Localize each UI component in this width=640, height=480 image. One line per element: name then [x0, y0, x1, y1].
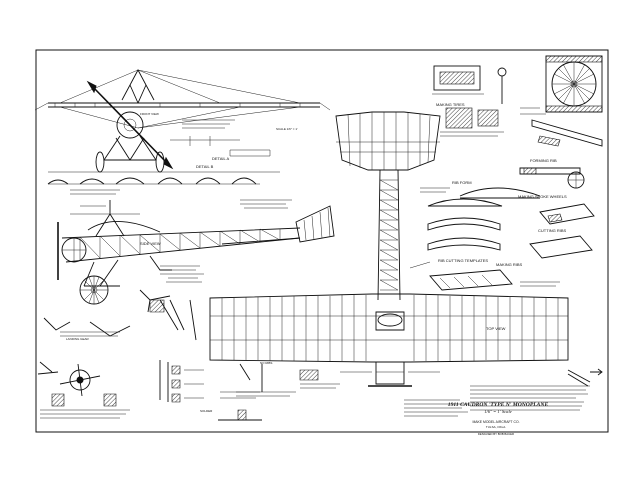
- side-view-label: SIDE VIEW: [140, 241, 161, 246]
- detail-a-label: DETAIL A: [212, 156, 229, 161]
- forming-rib-label: FORMING RIB: [530, 158, 557, 163]
- front-view: FRONT VIEW: [34, 69, 331, 173]
- top-view: TOP VIEW NO RIBS: [209, 111, 569, 387]
- sheet-border: [35, 49, 609, 433]
- solder-note: SOLDER: [200, 409, 213, 413]
- making-spoke-wheels-label: MAKING SPOKE WHEELS: [518, 194, 567, 199]
- small-parts: LANDING GEAR SOLDER: [37, 289, 262, 421]
- top-view-label: TOP VIEW: [486, 326, 506, 331]
- front-view-label: FRONT VIEW: [140, 112, 159, 116]
- spoke-wheel-jig: [520, 55, 603, 147]
- making-tires: MAKING TIRES: [432, 65, 507, 137]
- cutting-ribs-label: CUTTING RIBS: [538, 228, 567, 233]
- rib-templates-label: RIB CUTTING TEMPLATES: [438, 258, 488, 263]
- under-wing-parts: [236, 363, 591, 397]
- company-city: TULSA, OKLA.: [486, 425, 506, 429]
- rib-form-label: RIB FORM: [452, 180, 472, 185]
- title-line1: 1911 CAUDRON 'TYPE N' MONOPLANE: [448, 402, 549, 408]
- notes-block: [404, 385, 590, 417]
- scale-arrow-icon: [590, 368, 603, 376]
- scale-note: SCALE 1/6" = 1': [276, 127, 298, 131]
- making-tires-label: MAKING TIRES: [436, 102, 465, 107]
- side-view-notes: [70, 189, 292, 283]
- making-ribs-label: MAKING RIBS: [496, 262, 523, 267]
- title-line2: 1/6" = 1' Scale: [484, 409, 512, 414]
- detail-b-label: DETAIL B: [196, 164, 214, 169]
- landing-gear-note: LANDING GEAR: [66, 337, 90, 341]
- title-block: 1911 CAUDRON 'TYPE N' MONOPLANE 1/6" = 1…: [448, 402, 549, 436]
- detail-row: DETAIL B DETAIL A SCALE 1/6" = 1': [47, 119, 298, 185]
- company-name: MAKE MODEL AIRCRAFT CO.: [472, 420, 519, 424]
- no-ribs-note: NO RIBS: [260, 361, 272, 365]
- side-view: SIDE VIEW: [57, 200, 335, 305]
- designer-credit: DESIGNED BY BOB BAUER: [478, 432, 514, 436]
- rib-tools: RIB FORM FORMING RIB MAKING SPOKE WHEELS…: [409, 158, 595, 291]
